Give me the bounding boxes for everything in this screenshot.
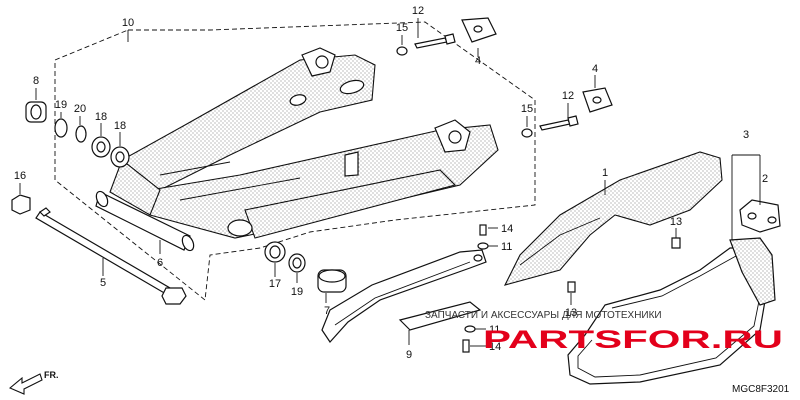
callout-16: 16: [14, 170, 26, 182]
callout-11a: 11: [501, 241, 512, 253]
adjuster-hardware: [396, 17, 613, 138]
callout-15a: 15: [396, 22, 408, 34]
callouts: 1 2 3 4 4 5 6 7 8 9 10 11 11 12 12 13 13…: [14, 5, 768, 361]
callout-6: 6: [157, 257, 163, 269]
callout-18a: 18: [95, 111, 107, 123]
callout-2: 2: [762, 173, 768, 185]
callout-15b: 15: [521, 103, 533, 115]
pivot-collar: [95, 190, 195, 252]
front-direction-arrow: [8, 373, 43, 395]
direction-label: FR.: [44, 370, 59, 380]
callout-4a: 4: [475, 55, 481, 67]
callout-20: 20: [74, 103, 86, 115]
callout-5: 5: [100, 277, 106, 289]
callout-14b: 14: [489, 341, 501, 353]
callout-bracket: [731, 154, 761, 240]
callout-13b: 13: [565, 307, 577, 319]
fasteners: [462, 224, 681, 353]
callout-12b: 12: [562, 90, 574, 102]
callout-4b: 4: [592, 63, 598, 75]
callout-18b: 18: [114, 120, 126, 132]
callout-19b: 19: [291, 286, 303, 298]
drive-chain: [567, 199, 781, 385]
chain-case: [503, 151, 723, 286]
callout-14a: 14: [501, 223, 513, 235]
callout-7: 7: [324, 305, 330, 317]
callout-13a: 13: [670, 216, 682, 228]
swingarm-assembly-outline: [54, 21, 536, 301]
callout-1: 1: [602, 167, 608, 179]
callout-9: 9: [406, 349, 412, 361]
callout-3: 3: [743, 129, 749, 141]
callout-11b: 11: [489, 324, 500, 336]
watermark-brand: PARTSFOR.RU: [483, 326, 783, 354]
callout-19a: 19: [55, 99, 67, 111]
callout-12a: 12: [412, 5, 424, 17]
watermark-tagline: ЗАПЧАСТИ И АКСЕССУАРЫ ДЛЯ МОТОТЕХНИКИ: [425, 310, 662, 321]
leader-lines: [19, 18, 677, 347]
diagram-code: MGC8F3201: [732, 384, 790, 395]
callout-10: 10: [122, 17, 134, 29]
left-small-parts: [11, 101, 347, 293]
pivot-shaft: [35, 207, 187, 305]
callout-17: 17: [269, 278, 281, 290]
chain-slider: [321, 249, 487, 343]
swingarm: [109, 47, 499, 239]
callout-8: 8: [33, 75, 39, 87]
